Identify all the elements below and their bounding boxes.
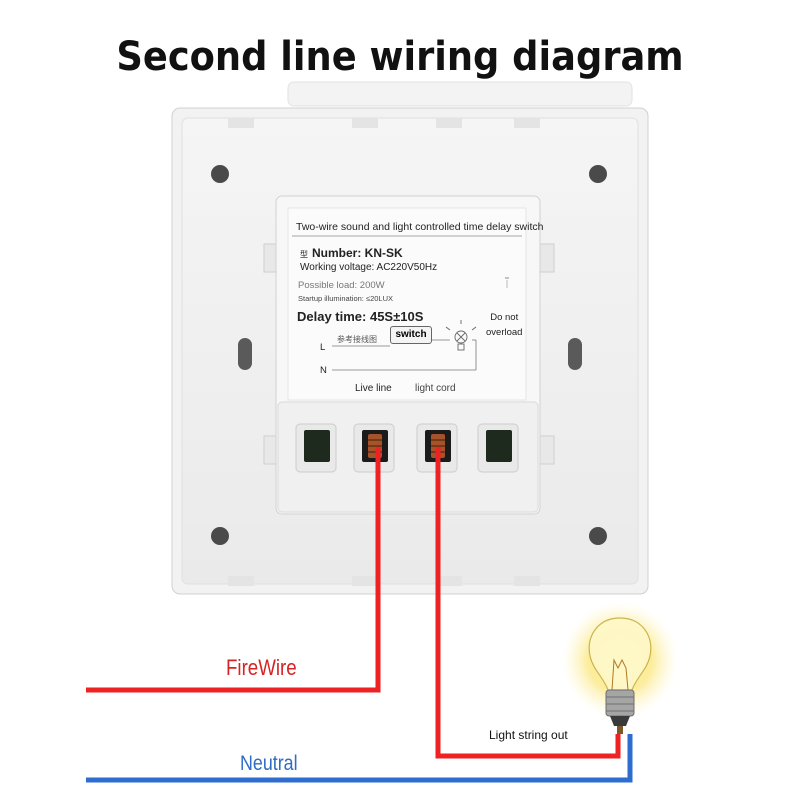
working-voltage: Working voltage: AC220V50Hz bbox=[300, 262, 438, 273]
fire-wire bbox=[86, 447, 381, 693]
mount-slot bbox=[568, 338, 582, 370]
reference-wiring-drawing bbox=[332, 339, 477, 371]
light-string-out-label: Light string out bbox=[489, 728, 568, 742]
screw-hole bbox=[211, 527, 229, 545]
neutral-label: Neutral bbox=[240, 752, 298, 775]
switch-symbol: switch bbox=[390, 326, 432, 344]
neutral-wire bbox=[86, 734, 633, 783]
screw-hole bbox=[589, 527, 607, 545]
startup-illumination: Startup illumination: ≤20LUX bbox=[298, 294, 393, 303]
terminal-L-label: L bbox=[320, 342, 326, 353]
live-line-label: Live line bbox=[355, 383, 392, 394]
overload-line-1: Do not bbox=[490, 312, 519, 323]
delay-time: Delay time: 45S±10S bbox=[297, 309, 424, 324]
model-prefix: 型 bbox=[300, 250, 308, 259]
overload-warning: Do not overload bbox=[486, 310, 522, 340]
possible-load: Possible load: 200W bbox=[298, 280, 385, 291]
diagram-title: Second line wiring diagram bbox=[116, 34, 684, 80]
mount-slot bbox=[238, 338, 252, 370]
bulb-symbol-icon bbox=[445, 320, 477, 351]
reference-wiring-caption: 参考接线图 bbox=[337, 335, 377, 344]
terminal-N-label: N bbox=[320, 365, 327, 376]
overload-line-2: overload bbox=[486, 327, 523, 338]
model-number-text: Number: KN-SK bbox=[312, 246, 403, 260]
light-cord-label: light cord bbox=[415, 383, 456, 394]
screw-hole bbox=[589, 165, 607, 183]
light-out-wire bbox=[435, 447, 621, 759]
screw-hole bbox=[211, 165, 229, 183]
firewire-label: FireWire bbox=[226, 655, 297, 680]
model-number: 型 Number: KN-SK bbox=[300, 246, 403, 260]
light-bulb-icon bbox=[588, 617, 652, 734]
switch-module bbox=[275, 195, 541, 515]
product-title: Two-wire sound and light controlled time… bbox=[296, 221, 544, 233]
